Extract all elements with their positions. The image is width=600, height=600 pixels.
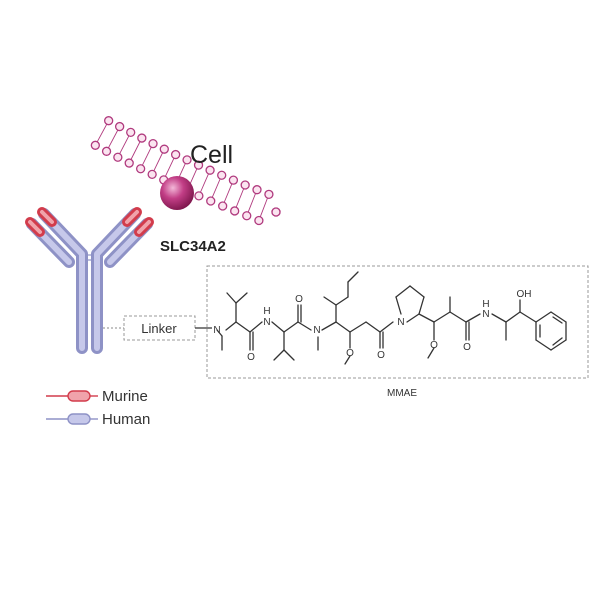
lipid-head [217, 170, 227, 180]
lipid-head [218, 201, 228, 211]
lipid-head [101, 146, 112, 156]
atom-label: O [430, 340, 438, 351]
lipid-head [206, 196, 216, 206]
atom-label: O [463, 342, 471, 353]
lipid-head [228, 175, 239, 185]
atom-label: O [377, 350, 385, 361]
lipid-head [242, 211, 252, 221]
atom-label: N [263, 317, 270, 328]
lipid-tail [130, 140, 141, 161]
mmae-box [206, 265, 589, 379]
atom-label: N [213, 325, 220, 336]
lipid-tail [153, 151, 164, 172]
atom-label: O [247, 352, 255, 363]
lipid-head [271, 207, 281, 217]
lipid-head [159, 144, 169, 154]
lipid-head [182, 155, 192, 165]
lipid-head [126, 127, 136, 138]
legend-label-human: Human [102, 411, 150, 428]
lipid-head [240, 180, 250, 190]
human-swatch-icon [67, 413, 91, 425]
legend-item-murine: Murine [46, 388, 148, 405]
legend-item-human: Human [46, 411, 150, 428]
lipid-tail [223, 182, 233, 204]
lipid-tail [164, 157, 175, 178]
lipid-head [194, 191, 204, 201]
antibody [25, 207, 154, 354]
lipid-head [252, 185, 262, 195]
lipid-tail [259, 196, 269, 218]
legend-label-murine: Murine [102, 388, 148, 405]
lipid-head [90, 140, 100, 150]
lipid-head [135, 164, 146, 174]
cell-label: Cell [190, 141, 233, 169]
lipid-head [137, 133, 147, 143]
atom-label: H [263, 306, 270, 317]
linker-label: Linker [141, 321, 177, 336]
murine-swatch-icon [67, 390, 91, 402]
atom-label: H [482, 299, 489, 310]
legend: Murine Human [46, 388, 150, 428]
lipid-tail [199, 172, 210, 194]
lipid-tail [235, 187, 245, 209]
lipid-head [113, 152, 123, 162]
lipid-head [230, 206, 240, 216]
atom-label: OH [517, 289, 532, 300]
mmae-structure [216, 271, 567, 365]
lipid-tail [118, 134, 130, 155]
lipid-tail [141, 146, 153, 167]
lipid-head [148, 139, 158, 149]
atom-label: O [295, 294, 303, 305]
lipid-head [205, 165, 215, 175]
lipid-head [114, 121, 125, 132]
target-label: SLC34A2 [160, 238, 226, 255]
mmae-atom-labels: N O N H O N O O N O O N H OH [213, 289, 531, 363]
lipid-head [193, 160, 204, 170]
lipid-tail [211, 177, 221, 199]
lipid-head [147, 169, 157, 180]
lipid-head [254, 215, 264, 226]
atom-label: N [397, 317, 404, 328]
slc34a2-receptor [160, 176, 194, 210]
lipid-head [124, 158, 134, 168]
lipid-tail [247, 192, 257, 214]
lipid-head [104, 116, 114, 126]
lipid-head [170, 149, 181, 160]
lipid-tail [96, 123, 108, 143]
cell-membrane [90, 116, 281, 226]
murine-variable-region-right [122, 207, 154, 237]
murine-variable-region-left [25, 207, 57, 237]
payload-label: MMAE [387, 388, 417, 399]
atom-label: N [482, 309, 489, 320]
atom-label: N [313, 325, 320, 336]
atom-label: O [346, 348, 354, 359]
lipid-tail [107, 129, 119, 149]
lipid-head [264, 189, 274, 199]
